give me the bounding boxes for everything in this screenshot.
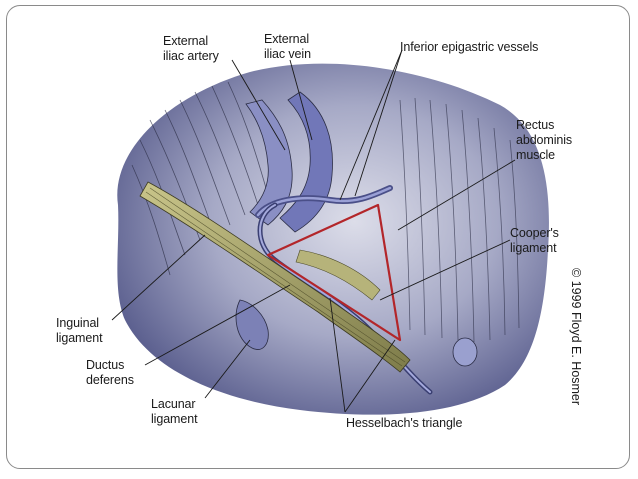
label-external-iliac-artery: External iliac artery (163, 34, 219, 63)
ligament-fibers (145, 187, 406, 367)
pubic-tubercle-shape (452, 337, 478, 367)
label-inferior-epigastric-vessels: Inferior epigastric vessels (400, 40, 539, 54)
leader-lines (111, 49, 516, 413)
hesselbachs-triangle-outline (266, 203, 402, 342)
label-external-iliac-vein: External iliac vein (264, 32, 311, 61)
lacunar-ligament-shape (235, 299, 269, 350)
copyright-credit: © 1999 Floyd E. Hosmer (569, 268, 583, 406)
label-lacunar-ligament: Lacunar ligament (151, 397, 198, 426)
abdominal-wall-tissue (117, 63, 549, 415)
inguinal-ligament-shape (139, 181, 411, 373)
label-coopers-ligament: Cooper's ligament (510, 226, 559, 255)
label-inguinal-ligament: Inguinal ligament (56, 316, 103, 345)
label-ductus-deferens: Ductus deferens (86, 358, 134, 387)
external-iliac-artery-shape (245, 99, 293, 226)
coopers-ligament-shape (295, 249, 381, 301)
label-hesselbachs-triangle: Hesselbach's triangle (346, 416, 463, 430)
label-rectus-abdominis-muscle: Rectus abdominis muscle (516, 118, 573, 162)
